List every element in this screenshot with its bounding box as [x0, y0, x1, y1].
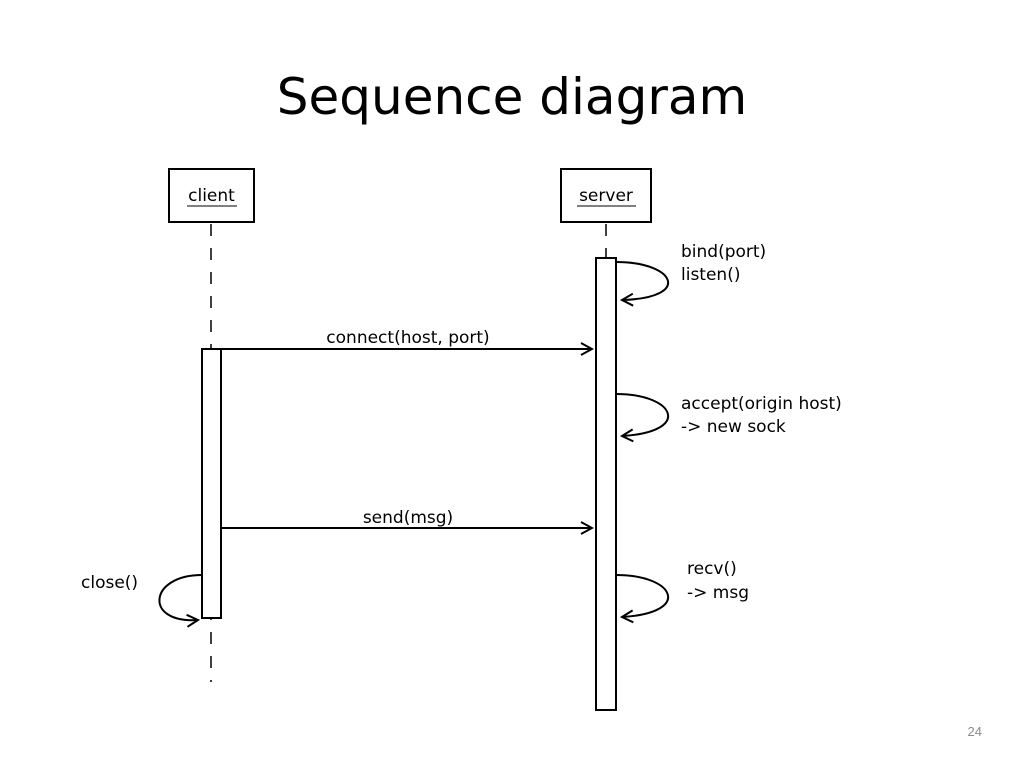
bind-listen-arrow	[615, 261, 669, 300]
recv-label: recv() -> msg	[687, 559, 749, 603]
message-accept: accept(origin host) -> new sock	[615, 393, 847, 437]
participant-server-label: server	[579, 186, 633, 206]
new-sock-label-line: -> new sock	[681, 417, 786, 437]
bind-listen-label: bind(port) listen()	[681, 242, 772, 285]
bind-label-line: bind(port)	[681, 242, 766, 262]
recv-arrow	[615, 574, 669, 617]
participant-server: server	[560, 168, 652, 223]
client-activation-bar	[201, 348, 222, 619]
message-send: send(msg)	[221, 508, 592, 528]
participant-server-box	[560, 168, 652, 223]
recv-label-line: recv()	[687, 559, 737, 579]
send-label: send(msg)	[363, 508, 453, 528]
message-close: close()	[81, 573, 203, 620]
accept-arrow	[615, 393, 669, 436]
message-recv: recv() -> msg	[615, 559, 749, 617]
page-number: 24	[967, 724, 982, 739]
accept-label: accept(origin host) -> new sock	[681, 394, 847, 437]
message-bind-listen: bind(port) listen()	[615, 242, 772, 300]
close-arrow	[158, 574, 203, 620]
listen-label-line: listen()	[681, 265, 740, 285]
msg-label-line: -> msg	[687, 583, 749, 603]
participant-client-label: client	[188, 186, 235, 206]
connect-label: connect(host, port)	[326, 328, 489, 348]
message-connect: connect(host, port)	[221, 328, 592, 349]
accept-label-line: accept(origin host)	[681, 394, 842, 414]
close-label: close()	[81, 573, 138, 593]
participant-client-box	[168, 168, 255, 223]
slide-title: Sequence diagram	[276, 68, 748, 126]
participant-client: client	[168, 168, 255, 223]
server-activation-bar	[595, 257, 617, 711]
